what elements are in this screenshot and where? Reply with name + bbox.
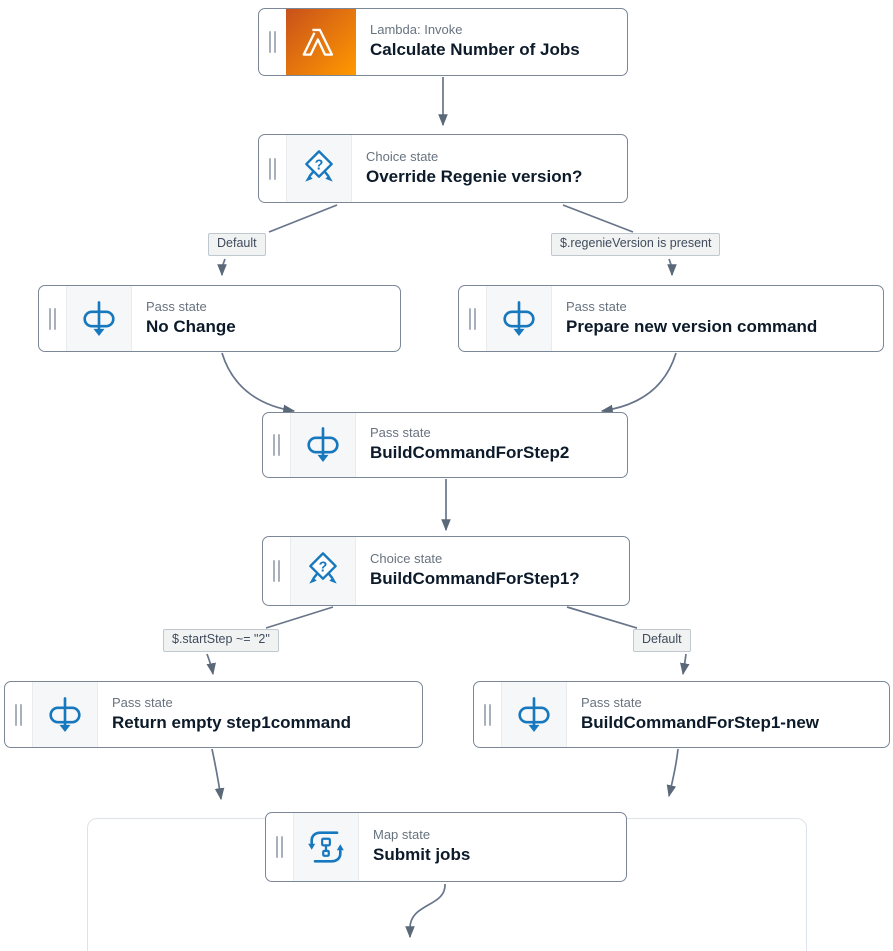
pass-arrow-icon xyxy=(486,286,552,351)
drag-handle-icon[interactable] xyxy=(5,682,32,747)
edge-override-to-regenie-label xyxy=(562,204,634,233)
state-node-buildcommandforstep2[interactable]: Pass state BuildCommandForStep2 xyxy=(262,412,628,478)
state-type-label: Choice state xyxy=(370,551,443,567)
state-node-buildcommandforstep1-new[interactable]: Pass state BuildCommandForStep1-new xyxy=(473,681,890,748)
edge-rule-label-default-2: Default xyxy=(633,629,691,652)
state-name: Override Regenie version? xyxy=(366,166,583,186)
edge-return-to-map xyxy=(211,748,225,801)
state-type-label: Map state xyxy=(373,827,431,843)
edge-default2-label-to-build1new xyxy=(680,653,690,676)
state-name: BuildCommandForStep2 xyxy=(370,443,570,463)
choice-diamond-question-icon: ? xyxy=(290,537,356,605)
state-name: BuildCommandForStep1-new xyxy=(581,712,820,732)
drag-handle-icon[interactable] xyxy=(266,813,293,881)
state-type-label: Pass state xyxy=(112,694,173,710)
pass-arrow-icon xyxy=(501,682,567,747)
edge-submitjobs-down xyxy=(405,883,446,939)
lambda-icon xyxy=(286,9,356,75)
state-name: Prepare new version command xyxy=(566,316,818,336)
drag-handle-icon[interactable] xyxy=(259,9,286,75)
state-node-override-regenie-version[interactable]: ? Choice state Override Regenie version? xyxy=(258,134,628,203)
map-loop-icon xyxy=(293,813,359,881)
edge-default-label-to-nochange xyxy=(217,258,227,277)
state-type-label: Pass state xyxy=(146,298,207,314)
edge-build1new-to-map xyxy=(666,748,679,798)
svg-text:?: ? xyxy=(319,560,328,576)
state-name: Return empty step1command xyxy=(112,712,351,732)
drag-handle-icon[interactable] xyxy=(263,413,290,477)
state-name: BuildCommandForStep1? xyxy=(370,569,580,589)
state-type-label: Pass state xyxy=(370,425,431,441)
state-type-label: Pass state xyxy=(566,298,627,314)
edge-rule-label-default-1: Default xyxy=(208,233,266,256)
edge-override-to-default-label xyxy=(268,204,338,233)
drag-handle-icon[interactable] xyxy=(39,286,66,351)
edge-nochange-to-build2 xyxy=(221,352,296,415)
drag-handle-icon[interactable] xyxy=(459,286,486,351)
state-node-return-empty-step1command[interactable]: Pass state Return empty step1command xyxy=(4,681,423,748)
edge-rule-label-startstep: $.startStep ~= "2" xyxy=(163,629,279,652)
pass-arrow-icon xyxy=(32,682,98,747)
drag-handle-icon[interactable] xyxy=(474,682,501,747)
edge-regenie-label-to-prepare xyxy=(667,258,677,277)
pass-arrow-icon xyxy=(66,286,132,351)
state-node-calculate-number-of-jobs[interactable]: Lambda: Invoke Calculate Number of Jobs xyxy=(258,8,628,76)
edge-choice2-to-default2-label xyxy=(566,606,638,629)
state-type-label: Lambda: Invoke xyxy=(370,22,463,38)
state-node-no-change[interactable]: Pass state No Change xyxy=(38,285,401,352)
svg-text:?: ? xyxy=(315,157,324,173)
drag-handle-icon[interactable] xyxy=(259,135,286,202)
edge-prepare-to-build2 xyxy=(600,352,677,415)
pass-arrow-icon xyxy=(290,413,356,477)
state-name: Calculate Number of Jobs xyxy=(370,40,580,60)
state-node-buildcommandforstep1-choice[interactable]: ? Choice state BuildCommandForStep1? xyxy=(262,536,630,606)
drag-handle-icon[interactable] xyxy=(263,537,290,605)
state-type-label: Pass state xyxy=(581,694,642,710)
state-node-submit-jobs[interactable]: Map state Submit jobs xyxy=(265,812,627,882)
edge-startstep-label-to-return xyxy=(206,653,216,676)
state-name: No Change xyxy=(146,316,236,336)
state-name: Submit jobs xyxy=(373,845,471,865)
edge-choice2-to-startstep-label xyxy=(265,606,334,629)
state-node-prepare-new-version-command[interactable]: Pass state Prepare new version command xyxy=(458,285,884,352)
state-type-label: Choice state xyxy=(366,148,439,164)
edge-rule-label-regenie-version: $.regenieVersion is present xyxy=(551,233,721,256)
choice-diamond-question-icon: ? xyxy=(286,135,352,202)
